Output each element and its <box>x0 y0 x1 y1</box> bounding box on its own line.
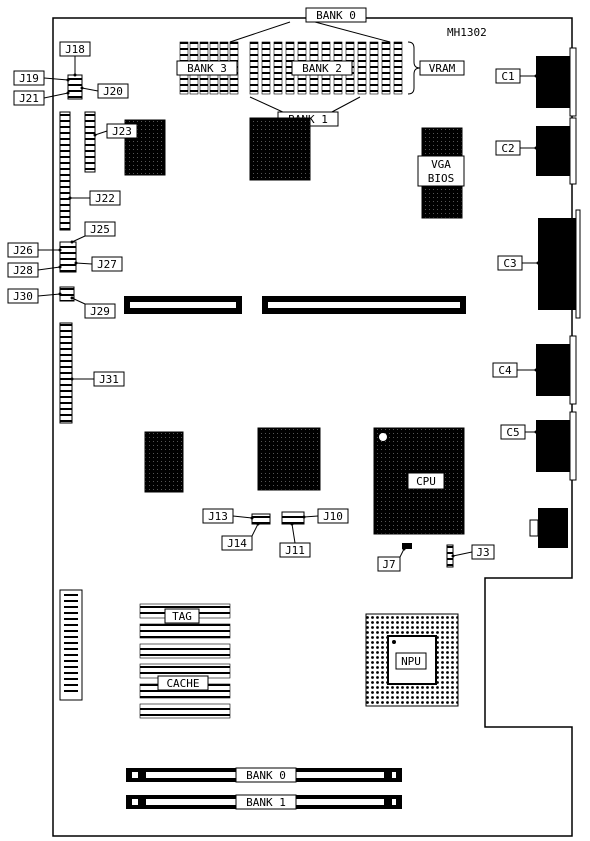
bank3-label: BANK 3 <box>187 62 227 75</box>
cpu-label: CPU <box>416 475 436 488</box>
bank2-label: BANK 2 <box>302 62 342 75</box>
header-j31 <box>59 322 73 424</box>
j11-label: J11 <box>285 544 305 557</box>
jumper-block-j25-j28 <box>59 241 77 273</box>
j14-label: J14 <box>227 537 247 550</box>
j30-label: J30 <box>13 290 33 303</box>
j13-label: J13 <box>208 510 228 523</box>
c5-callout: C5 <box>500 424 538 440</box>
simm-slot-bank0: BANK 0 <box>126 767 402 783</box>
j22-callout: J22 <box>68 190 121 206</box>
chip-chipset-center <box>257 427 321 491</box>
j3-callout: J3 <box>451 544 495 560</box>
c5-label: C5 <box>506 426 519 439</box>
j22-label: J22 <box>95 192 115 205</box>
j31-callout: J31 <box>70 371 125 387</box>
c1-callout: C1 <box>495 68 538 84</box>
j18-callout: J18 <box>59 41 91 77</box>
j25-label: J25 <box>90 223 110 236</box>
cpu-chip: CPU <box>373 427 465 535</box>
jumper-j11-pins <box>281 511 305 525</box>
j18-label: J18 <box>65 43 85 56</box>
header-j22 <box>59 111 71 231</box>
j30-callout: J30 <box>7 288 62 304</box>
j26-callout: J26 <box>7 242 62 258</box>
vga-label: VGA <box>431 158 451 171</box>
j29-label: J29 <box>90 305 110 318</box>
connector-c5 <box>536 411 577 481</box>
j19-label: J19 <box>19 72 39 85</box>
connector-c1 <box>536 47 577 117</box>
connector-c4 <box>536 335 577 405</box>
npu-label: NPU <box>401 655 421 668</box>
vga-bios-chip: VGA BIOS <box>417 127 465 219</box>
j20-callout: J20 <box>80 83 129 99</box>
board-outline <box>52 17 573 837</box>
j11-callout: J11 <box>279 522 311 558</box>
j20-label: J20 <box>103 85 123 98</box>
cache-label: CACHE <box>166 677 199 690</box>
c3-label: C3 <box>503 257 516 270</box>
j29-callout: J29 <box>70 296 116 319</box>
simm-bank1-label: BANK 1 <box>246 796 286 809</box>
j27-callout: J27 <box>74 256 123 272</box>
jumper-j7-pins <box>402 543 412 549</box>
c2-label: C2 <box>501 142 514 155</box>
j14-callout: J14 <box>221 522 260 551</box>
chip-video-controller <box>249 117 311 181</box>
header-j23 <box>84 111 96 173</box>
header-j18-20 <box>67 74 83 100</box>
connector-keyboard <box>529 508 568 548</box>
cache-sram-array: TAG CACHE <box>139 603 231 719</box>
c2-callout: C2 <box>495 140 538 156</box>
j21-callout: J21 <box>13 90 70 106</box>
j7-label: J7 <box>382 558 395 571</box>
bios-label: BIOS <box>428 172 455 185</box>
j25-callout: J25 <box>70 221 116 244</box>
j28-label: J28 <box>13 264 33 277</box>
bank0-callout: BANK 0 <box>229 7 391 43</box>
c4-label: C4 <box>498 364 512 377</box>
c1-label: C1 <box>501 70 514 83</box>
j26-label: J26 <box>13 244 33 257</box>
j19-callout: J19 <box>13 70 70 86</box>
j23-label: J23 <box>112 125 132 138</box>
c4-callout: C4 <box>492 362 538 378</box>
jumper-j14-pins <box>251 513 271 525</box>
j27-label: J27 <box>97 258 117 271</box>
bank0-label: BANK 0 <box>316 9 356 22</box>
tag-label: TAG <box>172 610 192 623</box>
j28-callout: J28 <box>7 262 62 278</box>
figure-id: MH1302 <box>447 26 487 39</box>
j10-callout: J10 <box>302 508 349 524</box>
j21-label: J21 <box>19 92 39 105</box>
vram-label: VRAM <box>429 62 456 75</box>
j7-callout: J7 <box>377 547 406 572</box>
simm-slot-bank1: BANK 1 <box>126 794 402 810</box>
connector-c2 <box>536 117 577 185</box>
c3-callout: C3 <box>497 255 540 271</box>
j23-callout: J23 <box>93 123 138 139</box>
npu-socket: NPU <box>365 613 459 707</box>
connector-c3 <box>538 209 581 319</box>
j31-label: J31 <box>99 373 119 386</box>
j10-label: J10 <box>323 510 343 523</box>
j3-label: J3 <box>476 546 489 559</box>
j13-callout: J13 <box>202 508 254 524</box>
chip-chipset-left <box>144 431 184 493</box>
simm-bank0-label: BANK 0 <box>246 769 286 782</box>
